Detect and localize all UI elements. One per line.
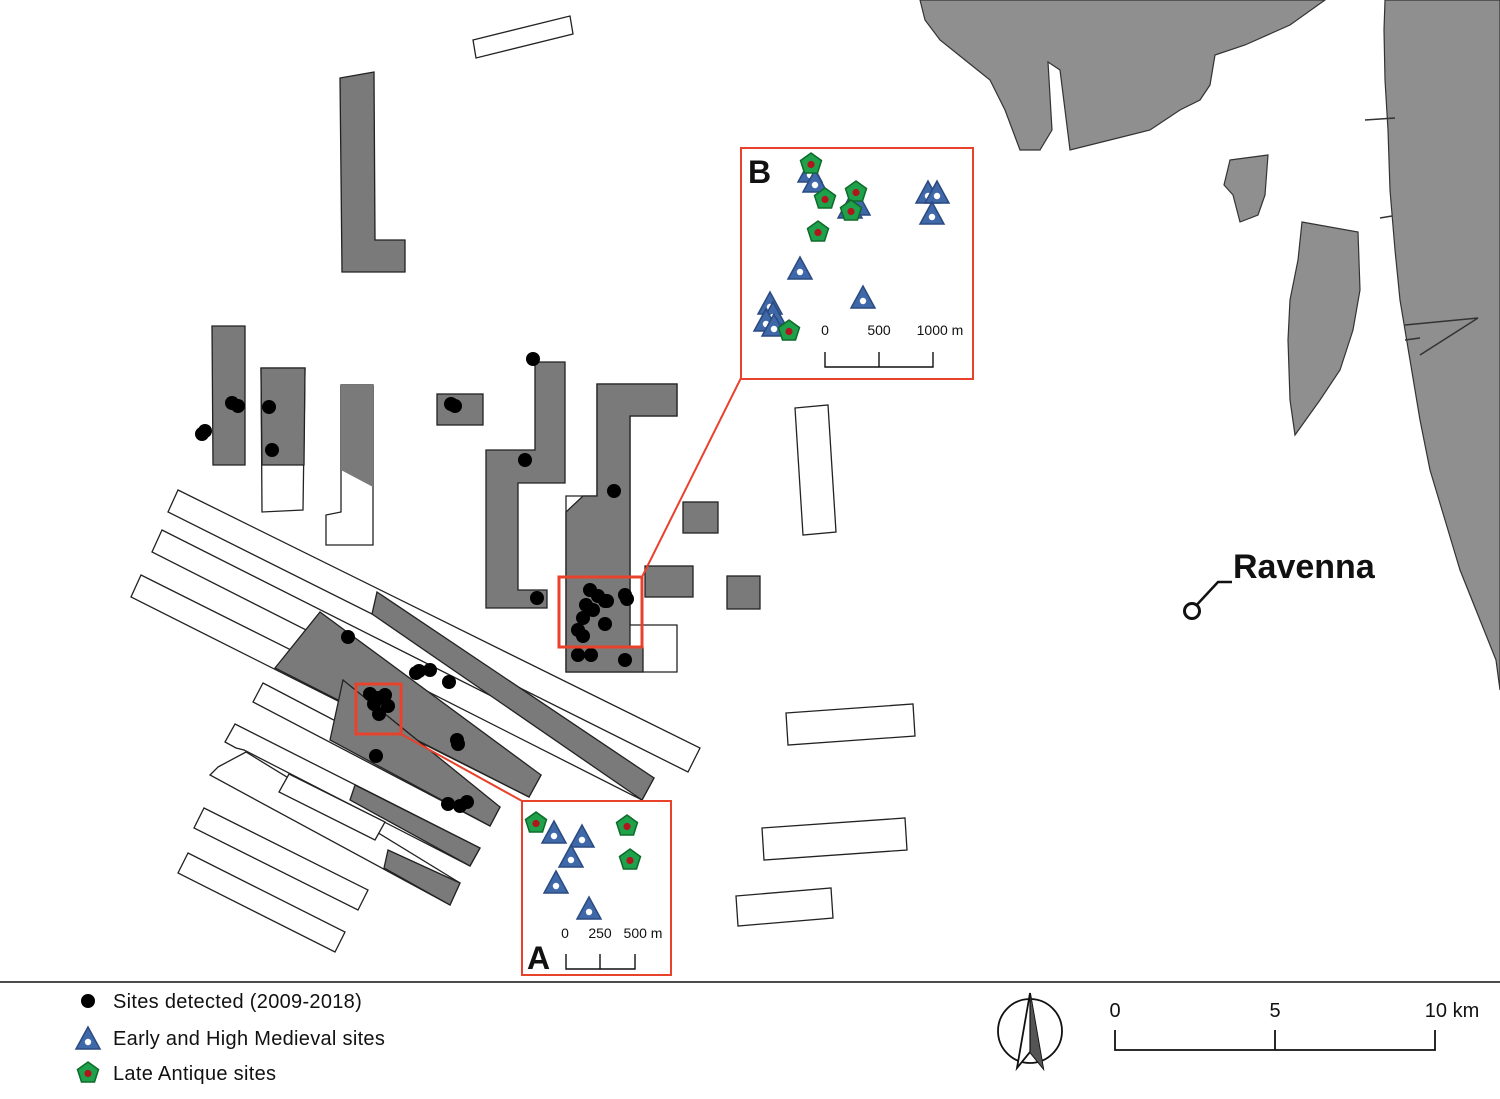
coastline-land [919, 0, 1500, 691]
legend: Sites detected (2009-2018) Early and Hig… [75, 991, 385, 1085]
diag-strip-7 [278, 773, 386, 841]
inset-b-scale-bar: 0 500 1000 m [821, 322, 964, 368]
survey-strip-left-1 [211, 325, 246, 466]
black-dot-icon [81, 994, 95, 1008]
legend-item-late-antique: Late Antique sites [113, 1063, 276, 1085]
inset-callouts [354, 377, 742, 802]
survey-h-outline-2 [761, 817, 908, 861]
survey-square-2 [644, 565, 694, 598]
place-ravenna: Ravenna [1183, 548, 1376, 620]
land-north-lagoon [919, 0, 1327, 151]
callout-box-b [557, 575, 644, 649]
svg-text:0: 0 [1109, 1000, 1120, 1022]
inset-a-scale-bar: 0 250 500 m [561, 925, 663, 970]
diag-strip-5-fill [349, 784, 481, 867]
land-islet [1223, 154, 1269, 223]
survey-mid-block [485, 361, 566, 609]
blue-triangle-icon [75, 1026, 101, 1050]
connector-b [641, 377, 742, 578]
land-long-island [1287, 221, 1361, 437]
svg-text:500 m: 500 m [624, 925, 663, 941]
survey-h-outline-3 [735, 887, 834, 927]
survey-strip-left-2-fill [260, 367, 306, 466]
inset-a: A 0 250 500 m [521, 800, 672, 976]
survey-h-outline-1 [785, 703, 916, 746]
svg-text:250: 250 [588, 925, 612, 941]
survey-top-outline [472, 15, 574, 59]
survey-small-square [436, 393, 484, 426]
callout-box-a [354, 682, 403, 736]
svg-text:0: 0 [821, 322, 829, 338]
diag-strip-8 [193, 807, 369, 911]
survey-vertical-outline [794, 404, 837, 536]
survey-strip-left-3-fill [341, 385, 373, 487]
diag-strip-3-fill [273, 611, 542, 798]
jetty-lines [1364, 117, 1479, 356]
svg-text:0: 0 [561, 925, 569, 941]
diag-strip-9 [177, 852, 346, 953]
survey-square-1 [682, 501, 719, 534]
legend-item-medieval: Early and High Medieval sites [113, 1028, 385, 1050]
north-arrow-icon [997, 992, 1063, 1072]
sites-detected [195, 352, 634, 813]
diag-strip-6-fill [383, 849, 461, 906]
survey-square-3 [726, 575, 761, 610]
svg-text:1000 m: 1000 m [917, 322, 964, 338]
svg-text:5: 5 [1269, 1000, 1280, 1022]
inset-a-label: A [527, 940, 550, 976]
svg-text:500: 500 [867, 322, 891, 338]
land-east-coast [1383, 0, 1500, 691]
inset-b-label: B [748, 154, 771, 190]
connector-a [400, 733, 523, 802]
legend-item-sites-detected: Sites detected (2009-2018) [113, 991, 362, 1013]
survey-l-shape [339, 71, 406, 273]
inset-b: B 0 500 1000 m [740, 147, 974, 380]
svg-text:10 km: 10 km [1425, 1000, 1479, 1022]
scale-bar: 0 5 10 km [1109, 1000, 1479, 1051]
green-pentagon-icon [76, 1061, 100, 1083]
place-label-ravenna: Ravenna [1233, 548, 1376, 586]
